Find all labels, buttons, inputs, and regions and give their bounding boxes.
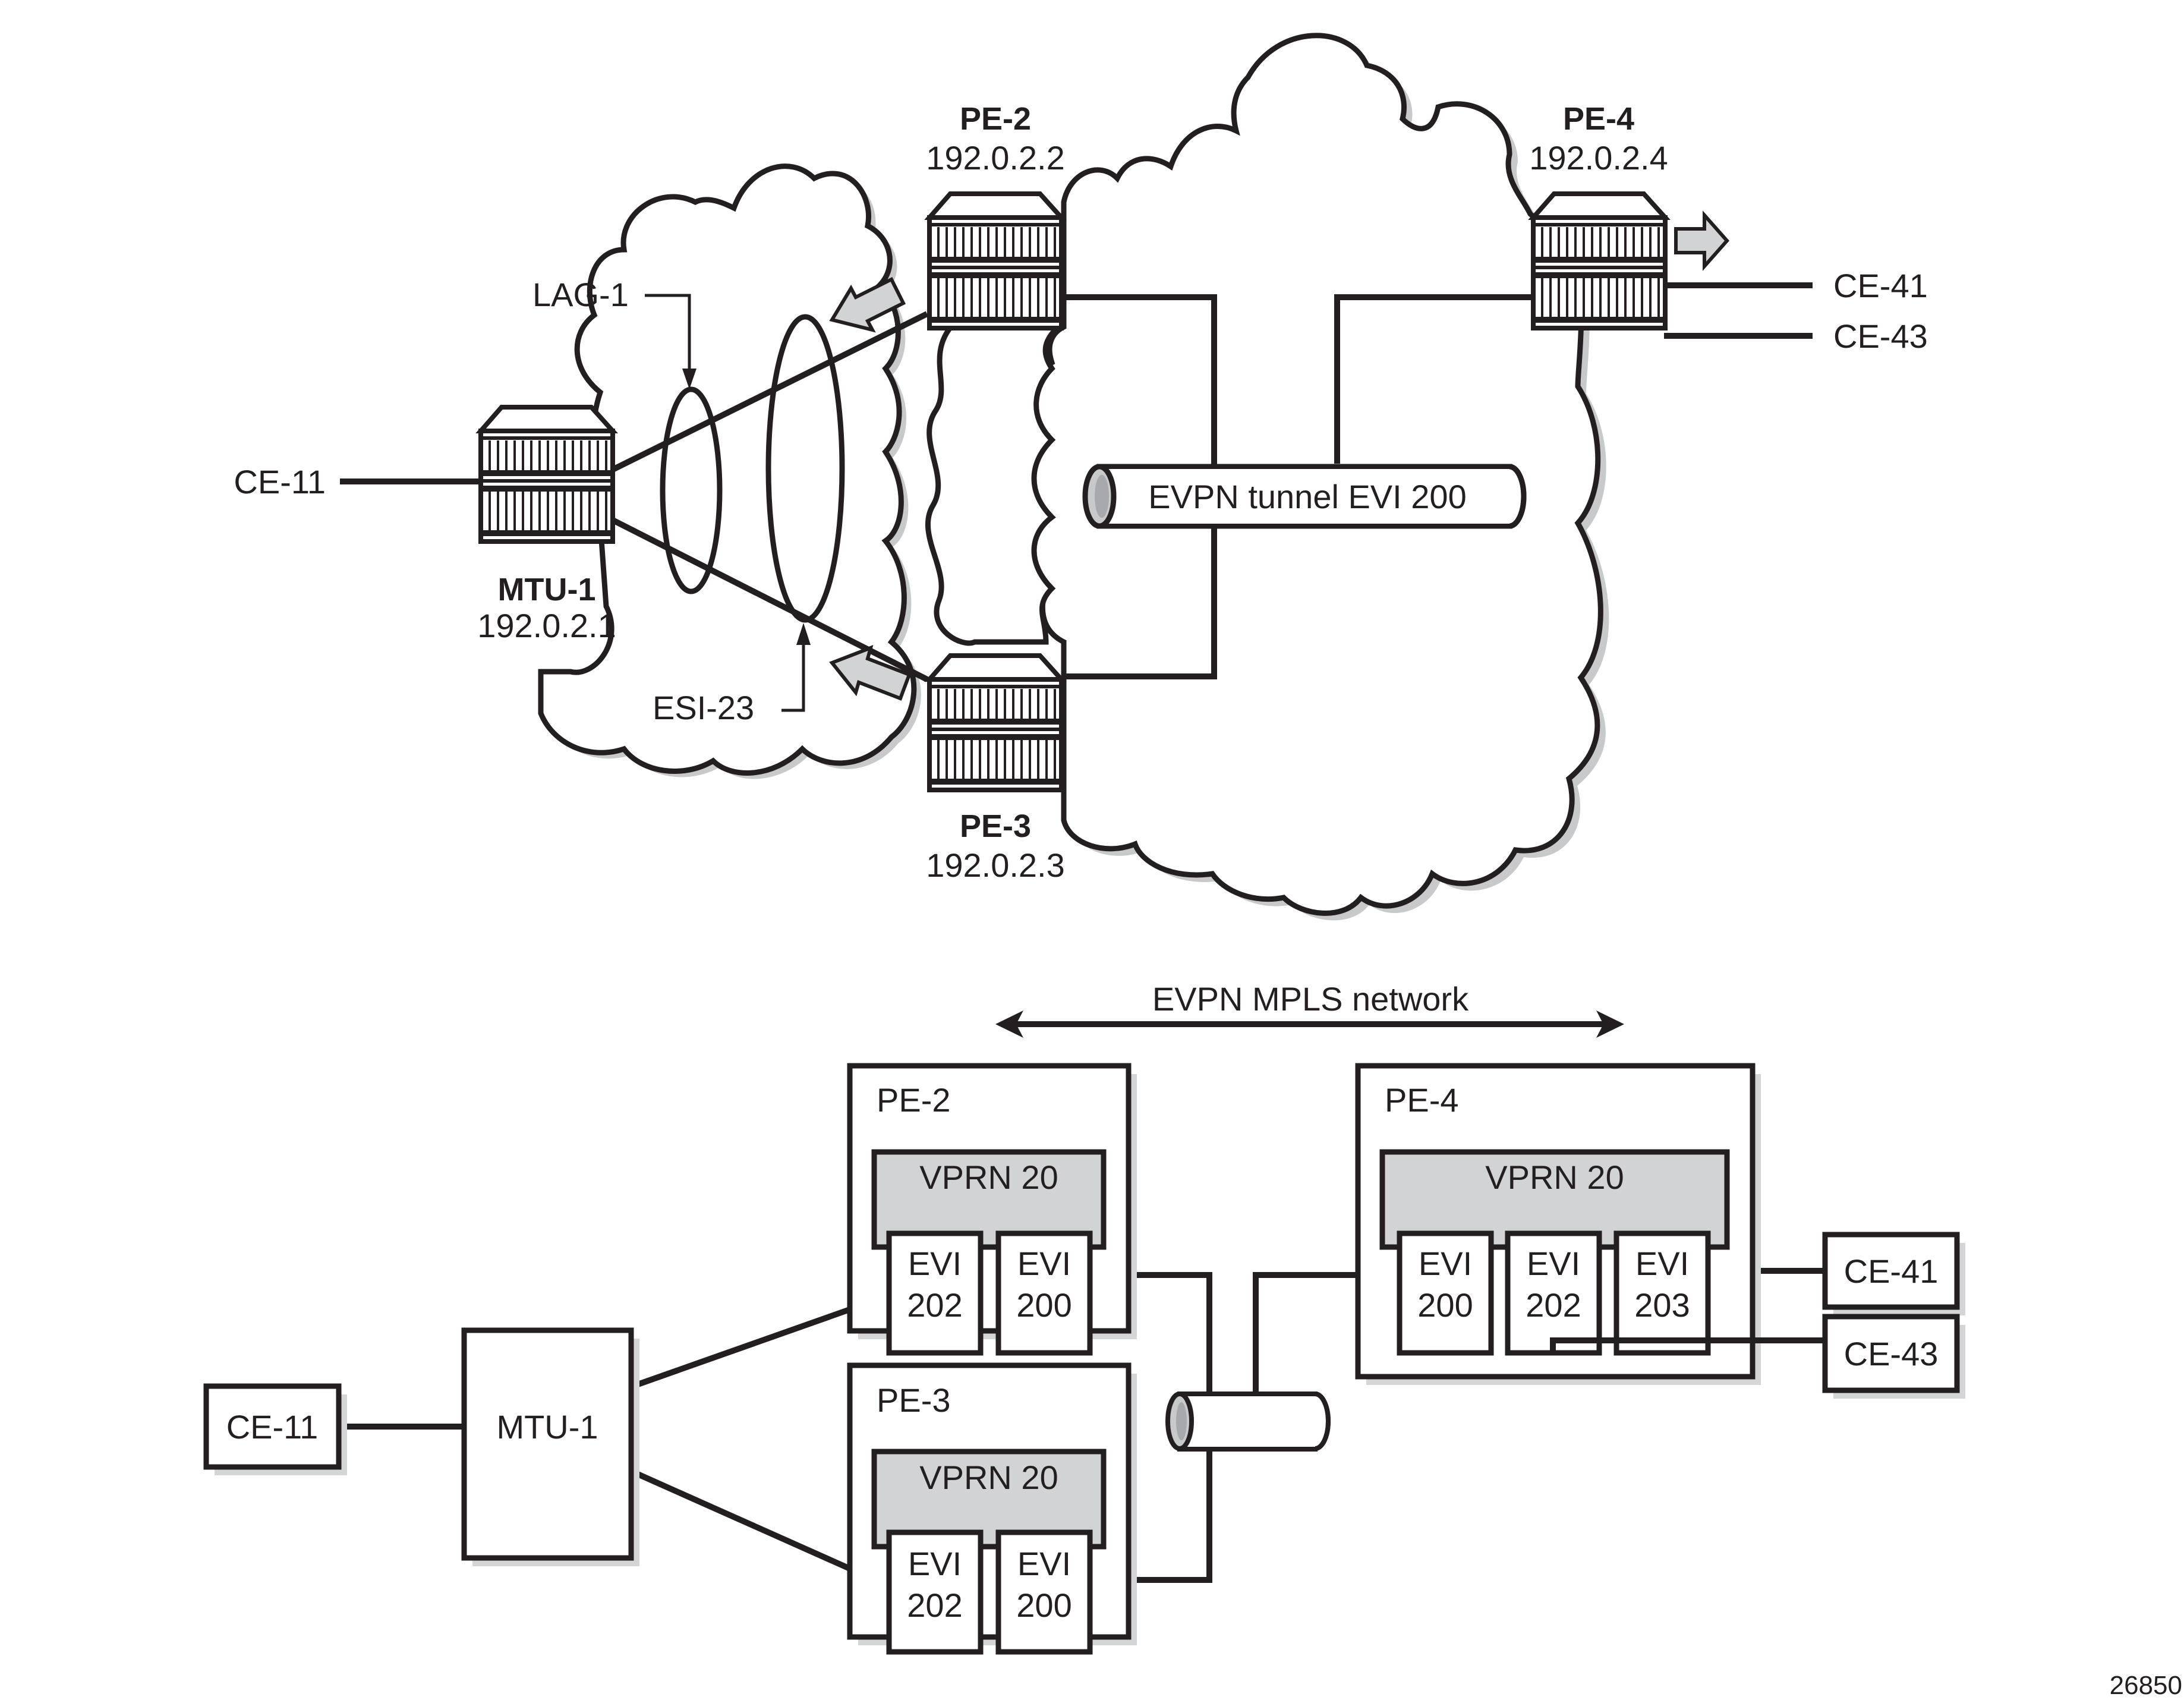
network-label: EVPN MPLS network bbox=[1152, 980, 1469, 1018]
pe4-box-label: PE-4 bbox=[1385, 1081, 1459, 1119]
router-icon-pe2[interactable] bbox=[929, 194, 1061, 328]
traffic-arrow-pe3 bbox=[829, 645, 912, 701]
pe2-box[interactable]: PE-2 VPRN 20 EVI 202 EVI 200 bbox=[847, 1063, 1137, 1356]
pe4-evi-203[interactable]: EVI 203 bbox=[1613, 1230, 1711, 1356]
evi-number: 202 bbox=[1526, 1286, 1581, 1324]
evi-number: 200 bbox=[1016, 1586, 1071, 1624]
pe3-evi-200[interactable]: EVI 200 bbox=[995, 1529, 1093, 1655]
traffic-arrow-pe2 bbox=[829, 276, 906, 333]
mtu1-name: MTU-1 bbox=[498, 572, 596, 607]
evi-label: EVI bbox=[908, 1545, 962, 1582]
link-mtu1-pe3-bottom bbox=[629, 1468, 890, 1589]
link-mtu1-pe2-bottom bbox=[630, 1293, 890, 1390]
evi-label: EVI bbox=[1527, 1245, 1580, 1282]
ce43-label: CE-43 bbox=[1844, 1335, 1939, 1372]
pe2-name: PE-2 bbox=[960, 101, 1031, 137]
figure-id: 26850 bbox=[2110, 1671, 2182, 1700]
pe3-ip: 192.0.2.3 bbox=[926, 846, 1065, 884]
ce41-label-top: CE-41 bbox=[1833, 267, 1928, 304]
ce11-label: CE-11 bbox=[226, 1408, 319, 1446]
evpn-tunnel: EVPN tunnel EVI 200 bbox=[1082, 464, 1527, 529]
network-span-right-head bbox=[1596, 1010, 1624, 1038]
router-icon-pe4[interactable] bbox=[1533, 194, 1665, 328]
ce11-label-top: CE-11 bbox=[234, 463, 326, 500]
evi-label: EVI bbox=[1635, 1245, 1689, 1282]
pe4-box[interactable]: PE-4 VPRN 20 EVI 200 EVI 202 EVI 203 bbox=[1355, 1063, 1761, 1385]
evi-label: EVI bbox=[1017, 1245, 1071, 1282]
pe3-box[interactable]: PE-3 VPRN 20 EVI 202 EVI 200 bbox=[847, 1362, 1137, 1655]
esi-pointer-head bbox=[796, 623, 811, 645]
evi-label: EVI bbox=[1017, 1545, 1071, 1582]
pe2-vprn-label: VPRN 20 bbox=[919, 1158, 1058, 1196]
lag-pointer bbox=[645, 294, 691, 374]
pe2-evi-202[interactable]: EVI 202 bbox=[886, 1230, 984, 1356]
ce43-label-top: CE-43 bbox=[1833, 317, 1928, 355]
router-icon-mtu1[interactable] bbox=[481, 407, 613, 542]
pe4-evi-202[interactable]: EVI 202 bbox=[1505, 1230, 1602, 1356]
pe2-ip: 192.0.2.2 bbox=[926, 139, 1065, 177]
pe4-name: PE-4 bbox=[1563, 101, 1634, 137]
evi-number: 200 bbox=[1016, 1286, 1071, 1324]
tunnel-label: EVPN tunnel EVI 200 bbox=[1148, 478, 1466, 515]
esi-label: ESI-23 bbox=[653, 689, 754, 726]
evi-label: EVI bbox=[908, 1245, 962, 1282]
pe2-box-label: PE-2 bbox=[877, 1081, 951, 1119]
evi-number: 203 bbox=[1634, 1286, 1690, 1324]
evi-label: EVI bbox=[1419, 1245, 1472, 1282]
router-icon-pe3[interactable] bbox=[929, 656, 1061, 790]
traffic-arrow-pe4 bbox=[1674, 210, 1730, 271]
pe2-evi-200[interactable]: EVI 200 bbox=[995, 1230, 1093, 1356]
ce41-box[interactable]: CE-41 bbox=[1822, 1232, 1965, 1315]
ce41-label: CE-41 bbox=[1844, 1252, 1939, 1290]
evi-number: 200 bbox=[1417, 1286, 1473, 1324]
lag-label: LAG-1 bbox=[532, 276, 629, 313]
pe3-name: PE-3 bbox=[960, 808, 1031, 844]
middle-cloud bbox=[925, 324, 1064, 646]
bottom-tunnel bbox=[1165, 1392, 1331, 1452]
ce11-box[interactable]: CE-11 bbox=[203, 1383, 347, 1475]
mtu1-ip: 192.0.2.1 bbox=[477, 607, 616, 644]
pe4-vprn-label: VPRN 20 bbox=[1485, 1158, 1624, 1196]
mtu1-box[interactable]: MTU-1 bbox=[461, 1327, 639, 1566]
mtu1-label: MTU-1 bbox=[496, 1408, 598, 1446]
link-pe4-evi202-internal bbox=[1550, 1337, 1825, 1355]
pe3-vprn-label: VPRN 20 bbox=[919, 1459, 1058, 1496]
esi-ellipse bbox=[765, 314, 845, 623]
lag-ellipse bbox=[660, 386, 723, 594]
pe3-box-label: PE-3 bbox=[877, 1381, 951, 1419]
link-tunnel-pe4-evi200 bbox=[1253, 1272, 1400, 1394]
lag-pointer-head bbox=[682, 369, 697, 389]
pe4-evi-200[interactable]: EVI 200 bbox=[1397, 1230, 1494, 1356]
pe4-ip: 192.0.2.4 bbox=[1529, 139, 1668, 177]
link-tunnel-pe4 bbox=[1334, 294, 1532, 464]
esi-pointer bbox=[781, 639, 805, 712]
evi-number: 202 bbox=[907, 1286, 962, 1324]
ce43-box[interactable]: CE-43 bbox=[1822, 1314, 1965, 1399]
network-span-left-head bbox=[995, 1010, 1023, 1038]
evi-number: 202 bbox=[907, 1586, 962, 1624]
pe3-evi-202[interactable]: EVI 202 bbox=[886, 1529, 984, 1655]
